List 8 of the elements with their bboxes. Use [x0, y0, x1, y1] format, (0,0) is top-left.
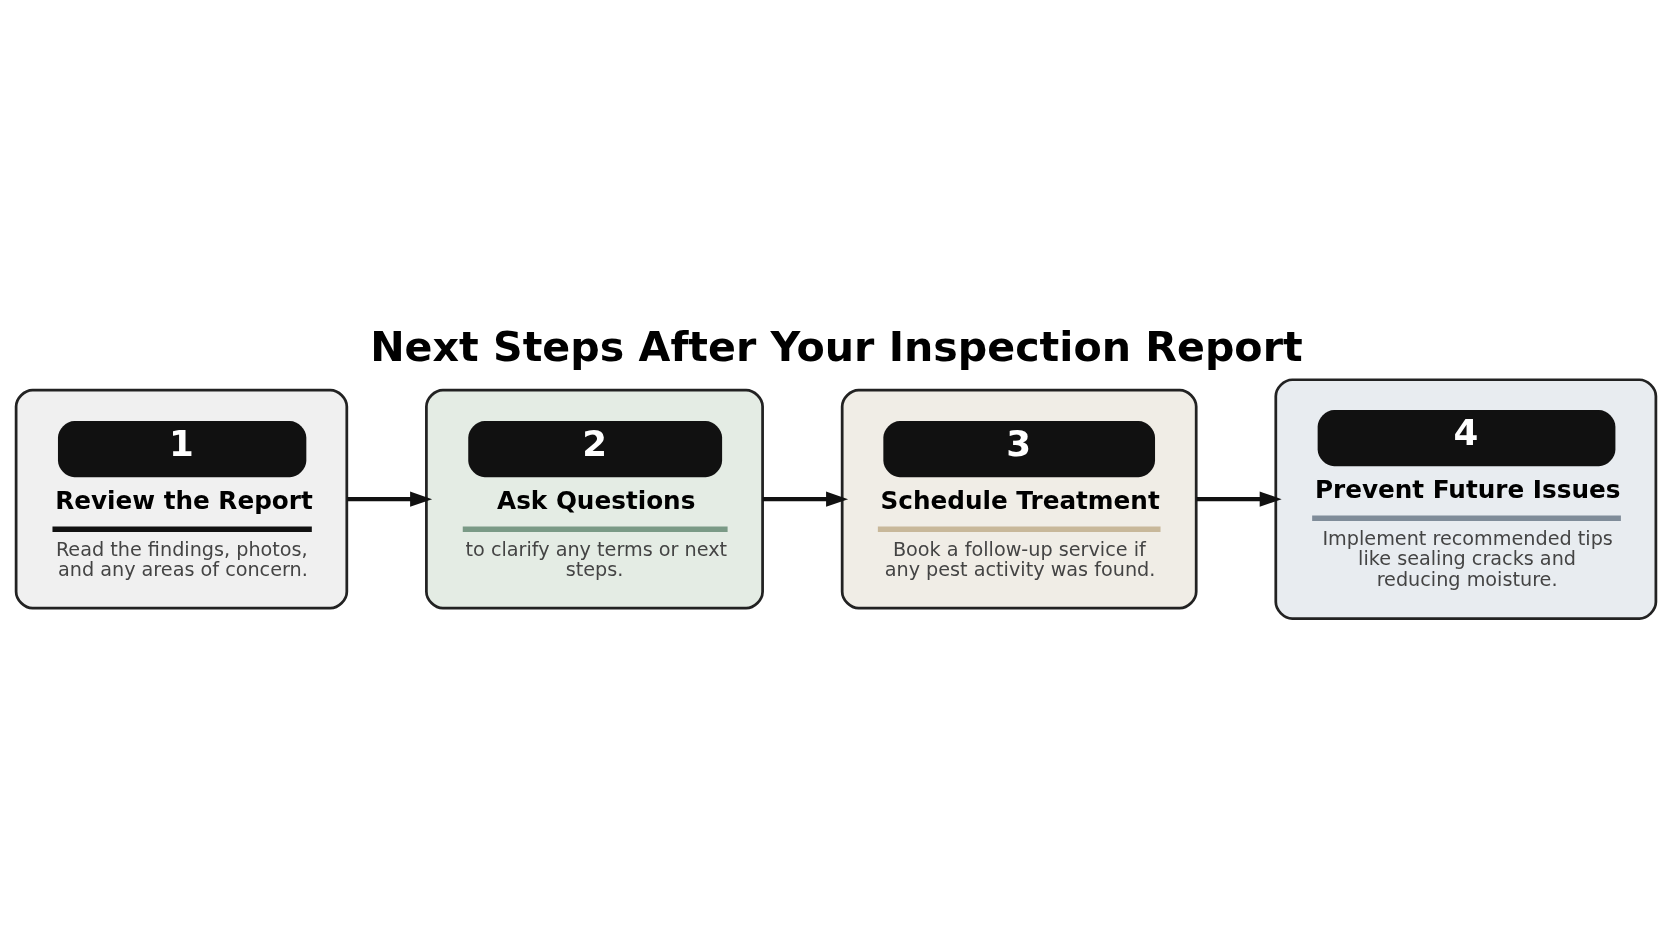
arrow	[762, 490, 849, 507]
arrow	[347, 490, 433, 507]
diagram-title: Next Steps After Your Inspection Report	[370, 322, 1303, 371]
node-box: 3 Schedule Treatment Book a follow-up service if any pest activity was found.	[840, 388, 1198, 610]
arrow	[1196, 490, 1282, 507]
node-box: 2 Ask Questions to clarify any terms or next steps.	[425, 388, 764, 610]
node-box: 4 Prevent Future Issues Implement recommended tips like sealing cracks and reducing moisture.	[1274, 377, 1658, 620]
node-box: 1 Review the Report Read the findings, photos, and any areas of concern.	[14, 388, 349, 610]
